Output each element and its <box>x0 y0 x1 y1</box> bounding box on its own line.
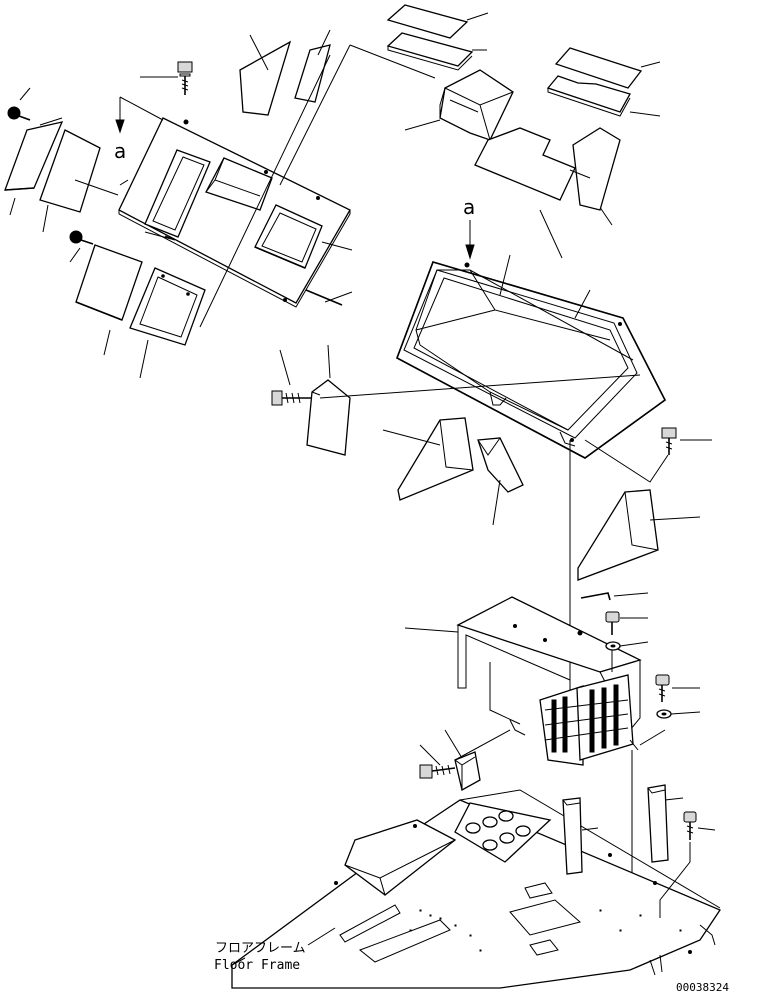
view-letter-main: a <box>463 195 475 219</box>
drawing-number: 00038324 <box>676 981 729 994</box>
duct-box <box>439 69 514 141</box>
hardware-stack <box>580 592 701 719</box>
l-shaped-panels <box>474 127 621 211</box>
connecting-leaders <box>199 12 661 328</box>
console-vent-grille <box>544 684 629 753</box>
side-plates <box>271 344 712 581</box>
top-strip-parts <box>386 4 643 117</box>
upper-left-panel-assembly: a <box>4 29 353 379</box>
floor-frame <box>231 784 721 989</box>
support-posts <box>562 784 684 875</box>
bolt-right-housing <box>584 427 712 483</box>
console-cover <box>404 596 666 960</box>
bolt-top <box>177 61 193 95</box>
floor-frame-label-en: Floor Frame <box>214 958 300 973</box>
bracket-and-bolt <box>419 729 511 791</box>
main-housing: a <box>396 195 667 720</box>
floor-frame-label-jp: フロアフレーム <box>215 941 306 956</box>
view-letter-upper: a <box>114 139 126 163</box>
floor-holes <box>465 810 531 851</box>
floor-frame-label: フロアフレーム Floor Frame <box>214 927 336 973</box>
